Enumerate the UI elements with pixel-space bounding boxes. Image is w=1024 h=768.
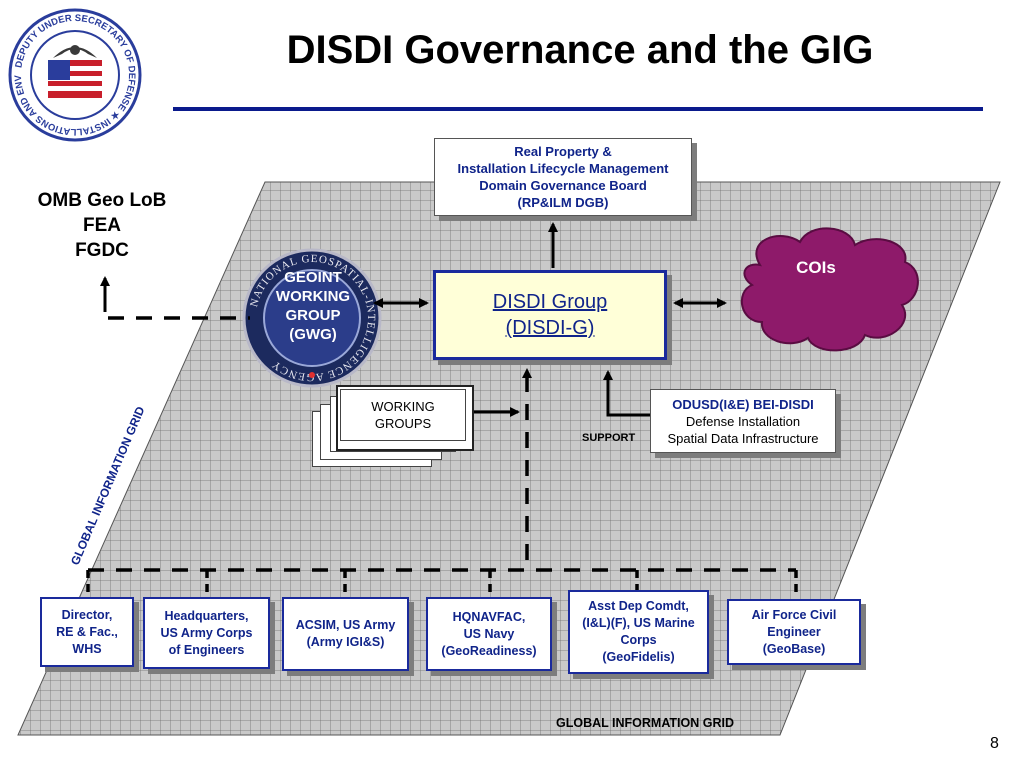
page-number: 8 [990,735,999,752]
org-box-usace: Headquarters, US Army Corps of Engineers [143,597,270,669]
odusd-heading: ODUSD(I&E) BEI-DISDI [672,396,814,412]
slide-title: DISDI Governance and the GIG [286,28,874,72]
grid-bottom-label: GLOBAL INFORMATION GRID [556,716,734,730]
cois-cloud [740,227,919,352]
working-groups-box: WORKING GROUPS [340,389,466,441]
odusd-description: Defense Installation Spatial Data Infras… [667,413,819,446]
disdi-group-text: DISDI Group (DISDI-G) [492,291,608,339]
rp-ilm-dgb-text: Real Property & Installation Lifecycle M… [457,144,669,210]
org-label: ACSIM, US Army (Army IGI&S) [295,618,396,649]
gwg-seal: NATIONAL GEOSPATIAL-INTELLIGENCE AGENCY [242,248,382,388]
org-box-air-force: Air Force Civil Engineer (GeoBase) [727,599,861,665]
org-box-whs: Director, RE & Fac., WHS [40,597,134,667]
support-label: SUPPORT [582,432,636,444]
gwg-label: GEOINT WORKING GROUP (GWG) [275,269,351,343]
org-box-usmc: Asst Dep Comdt, (I&L)(F), US Marine Corp… [568,590,709,674]
dusd-ie-seal-logo: DEPUTY UNDER SECRETARY OF DEFENSE ★ INST… [8,8,142,142]
cois-label: COIs [796,258,836,277]
rp-ilm-dgb-box: Real Property & Installation Lifecycle M… [434,138,692,216]
org-label: Air Force Civil Engineer (GeoBase) [751,607,837,656]
disdi-group-box: DISDI Group (DISDI-G) [433,270,667,360]
title-rule [173,107,983,111]
org-label: Asst Dep Comdt, (I&L)(F), US Marine Corp… [582,599,695,664]
org-label: HQNAVFAC, US Navy (GeoReadiness) [441,609,537,658]
fgdc-label: FGDC [75,240,129,261]
org-label: Director, RE & Fac., WHS [56,607,118,656]
org-label: Headquarters, US Army Corps of Engineers [160,608,253,657]
odusd-bei-disdi-box: ODUSD(I&E) BEI-DISDI Defense Installatio… [650,389,836,453]
org-box-acsim: ACSIM, US Army (Army IGI&S) [282,597,409,671]
working-groups-text: WORKING GROUPS [371,399,435,431]
omb-geo-lob-label: OMB Geo LoB [37,190,167,211]
fea-label: FEA [83,215,121,236]
org-box-navfac: HQNAVFAC, US Navy (GeoReadiness) [426,597,552,671]
